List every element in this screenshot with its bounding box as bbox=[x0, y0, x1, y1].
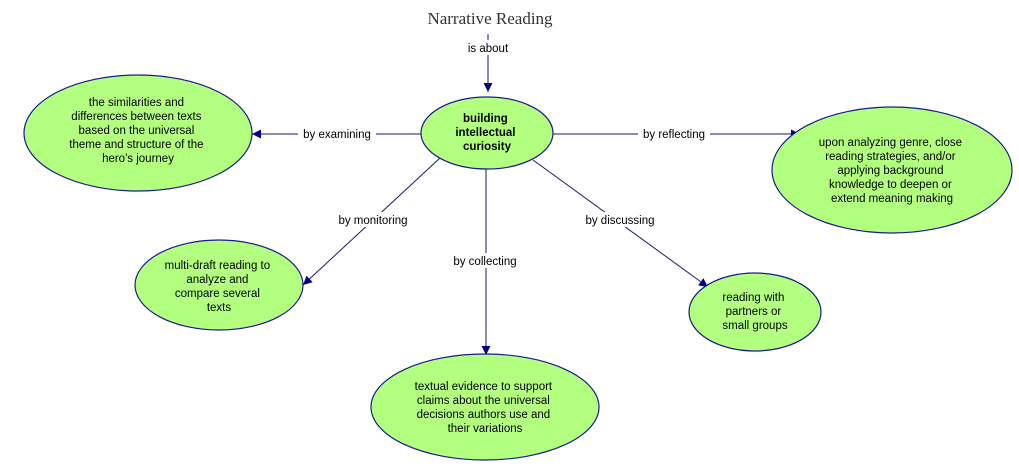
svg-text:by reflecting: by reflecting bbox=[643, 129, 705, 141]
svg-text:by examining: by examining bbox=[303, 129, 371, 141]
svg-text:by monitoring: by monitoring bbox=[338, 215, 407, 227]
svg-text:upon analyzing genre, close: upon analyzing genre, close reading stra… bbox=[819, 137, 965, 205]
svg-text:is about: is about bbox=[468, 43, 509, 55]
node-center: building intellectual curiosity bbox=[420, 96, 554, 170]
map-title: Narrative Reading bbox=[427, 9, 553, 28]
svg-text:by discussing: by discussing bbox=[585, 215, 654, 227]
svg-text:reading with partners or: reading with partners or small groups bbox=[722, 292, 787, 332]
node-partners: reading with partners or small groups bbox=[688, 272, 822, 352]
link-label-reflecting: by reflecting bbox=[638, 126, 710, 141]
svg-text:by collecting: by collecting bbox=[453, 256, 516, 268]
link-label-collecting: by collecting bbox=[449, 253, 521, 268]
link-label-examining: by examining bbox=[298, 126, 376, 141]
node-reflecting: upon analyzing genre, close reading stra… bbox=[771, 106, 1013, 234]
node-evidence: textual evidence to support claims about… bbox=[370, 353, 600, 461]
link-label-discussing: by discussing bbox=[580, 212, 660, 227]
link-label-monitoring: by monitoring bbox=[334, 212, 412, 227]
svg-text:multi-draft reading to a: multi-draft reading to analyze and compa… bbox=[165, 260, 274, 314]
link-label-is-about: is about bbox=[462, 40, 514, 55]
node-similarities: the similarities and differences between… bbox=[23, 74, 253, 192]
node-multidraft: multi-draft reading to analyze and compa… bbox=[134, 239, 304, 331]
svg-text:the similarities and dif: the similarities and differences between… bbox=[69, 97, 206, 165]
svg-text:textual evidence to support: textual evidence to support claims about… bbox=[415, 381, 556, 435]
svg-text:building intellectual: building intellectual curiosity bbox=[455, 113, 518, 153]
